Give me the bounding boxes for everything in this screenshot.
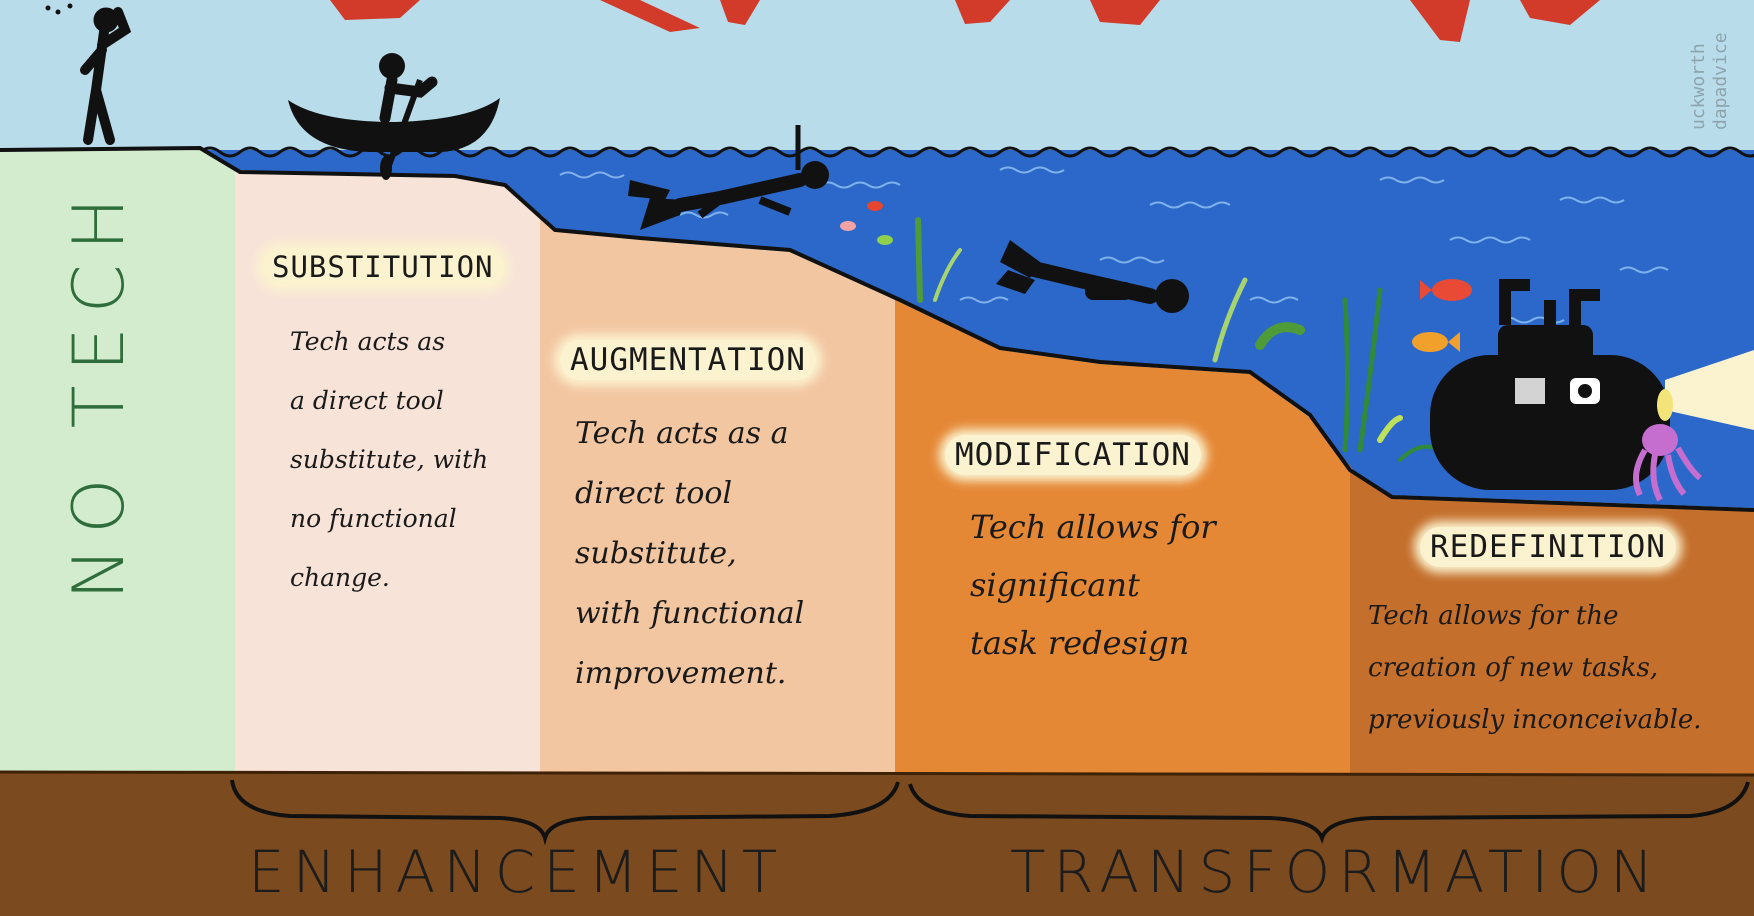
water-ripples — [559, 166, 1669, 324]
octopus-icon — [1633, 424, 1702, 502]
seaweed-icons — [915, 217, 1442, 462]
title-fragment — [1520, 0, 1600, 25]
water-surface — [199, 146, 1754, 158]
fish-icons — [840, 201, 1472, 352]
thinking-person-icon — [45, 3, 132, 145]
canoe-icon — [288, 53, 500, 180]
submarine-icon — [1430, 279, 1754, 490]
substitution-title: SUBSTITUTION — [262, 248, 504, 286]
ground — [0, 772, 1754, 916]
transformation-label: TRANSFORMATION — [1010, 838, 1662, 906]
transformation-brace — [908, 781, 1750, 844]
modification-description: Tech allows for significant task redesig… — [970, 508, 1216, 662]
title-fragment — [330, 0, 420, 20]
redefinition-title: REDEFINITION — [1420, 527, 1676, 567]
title-fragment — [720, 0, 760, 25]
ground-line — [0, 770, 1754, 777]
substitution-description: Tech acts as a direct tool substitute, w… — [290, 327, 489, 592]
no-tech-column — [0, 148, 240, 775]
augmentation-description: Tech acts as a direct tool substitute, w… — [575, 416, 805, 691]
redefinition-description: Tech allows for the creation of new task… — [1368, 601, 1702, 735]
title-fragment — [1090, 0, 1160, 25]
seabed-outline — [0, 145, 1754, 512]
title-fragment — [600, 0, 700, 32]
credit-text: uckworth dapadvice — [1688, 32, 1731, 130]
modification-column — [895, 300, 1355, 775]
substitution-column — [235, 172, 545, 775]
augmentation-title: AUGMENTATION — [560, 340, 816, 380]
modification-title: MODIFICATION — [945, 435, 1201, 475]
enhancement-label: ENHANCEMENT — [248, 838, 786, 906]
enhancement-brace — [230, 779, 900, 846]
snorkeler-icon — [628, 125, 829, 230]
title-fragment — [1410, 0, 1470, 42]
title-fragment — [955, 0, 1010, 24]
scuba-diver-icon — [996, 240, 1189, 313]
no-tech-label: NO TECH — [58, 183, 140, 600]
